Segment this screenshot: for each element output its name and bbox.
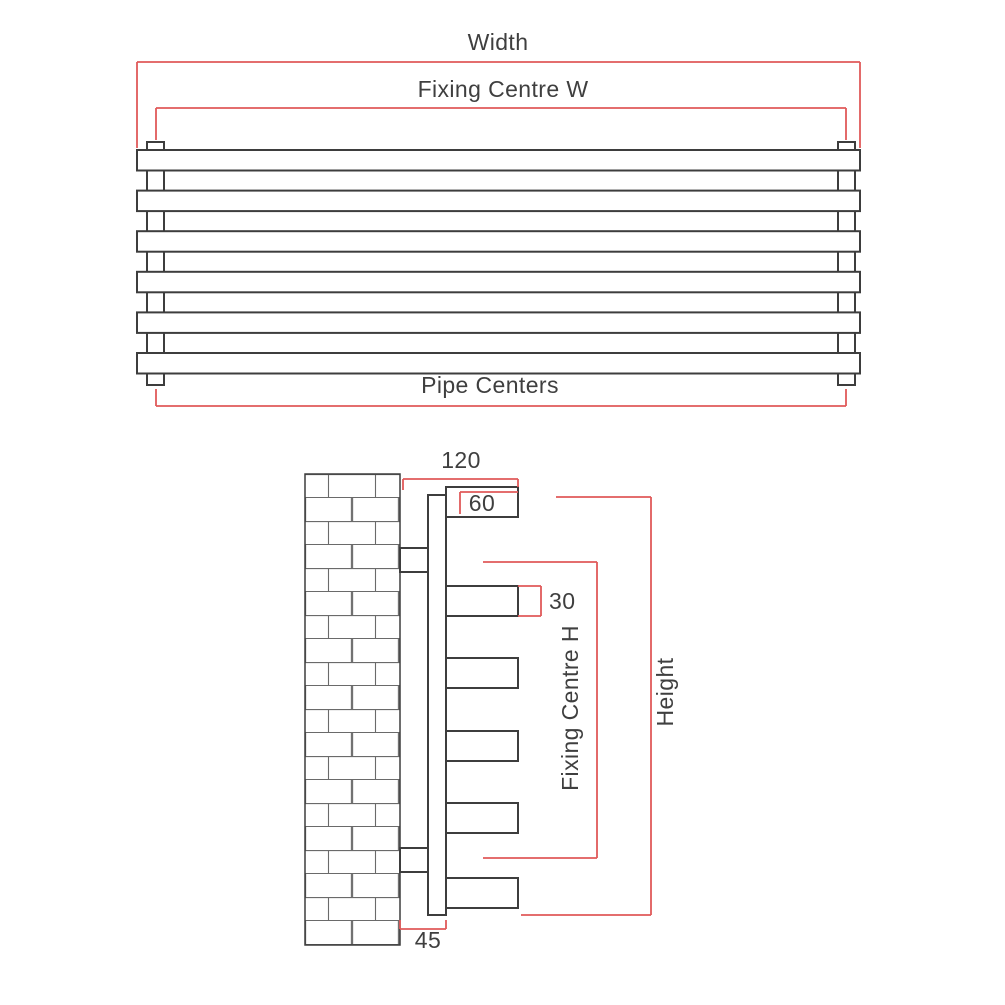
height-dimension: Height — [521, 496, 678, 916]
fixing-centre-h-label: Fixing Centre H — [557, 625, 583, 791]
pipe-centers-dimension: Pipe Centers — [155, 372, 847, 407]
tube-thickness-line — [518, 585, 542, 617]
radiator-bar — [136, 270, 861, 294]
front-view: Width Fixing Centre W Pipe Centers — [136, 29, 861, 407]
height-label: Height — [652, 657, 678, 726]
wall-bracket-bottom — [399, 847, 429, 873]
tube-depth-dimension: 60 — [459, 490, 518, 516]
width-dimension: Width — [136, 29, 861, 148]
radiator-bar — [136, 149, 861, 172]
tube-section — [445, 802, 519, 834]
tube-thickness-dimension: 30 — [518, 585, 575, 617]
pipe-centers-line — [155, 389, 847, 407]
side-view: 120 60 30 Fixing Centre H Height 45 — [304, 447, 678, 953]
radiator-bar — [136, 352, 861, 375]
fixing-centre-h-dimension: Fixing Centre H — [483, 561, 598, 859]
fixing-centre-w-line — [155, 107, 847, 140]
tube-section — [445, 585, 519, 617]
tube-depth-label: 60 — [469, 490, 495, 516]
radiator-bar — [136, 230, 861, 253]
wall-bracket-top — [399, 547, 429, 573]
tube-section — [445, 730, 519, 762]
width-dimension-line — [136, 61, 861, 148]
pipe-centers-label: Pipe Centers — [421, 372, 559, 398]
overall-depth-dimension: 120 — [402, 447, 519, 490]
bracket-projection-line — [399, 920, 447, 930]
height-line — [521, 496, 652, 916]
fixing-centre-h-line — [483, 561, 598, 859]
tube-depth-line — [459, 491, 518, 514]
bracket-projection-label: 45 — [415, 927, 441, 953]
overall-depth-line — [402, 478, 519, 490]
brick-wall — [304, 473, 401, 946]
left-collector — [146, 141, 165, 386]
radiator-tubes-side — [445, 486, 519, 909]
radiator-bar — [136, 189, 861, 213]
tube-section — [445, 877, 519, 909]
fixing-centre-w-label: Fixing Centre W — [418, 76, 589, 102]
width-label: Width — [468, 29, 529, 55]
bracket-projection-dimension: 45 — [399, 920, 447, 953]
radiator-panel-side — [427, 494, 447, 916]
radiator-bar — [136, 311, 861, 334]
tube-section — [445, 657, 519, 689]
tube-thickness-label: 30 — [549, 588, 575, 614]
fixing-centre-w-dimension: Fixing Centre W — [155, 76, 847, 140]
right-collector — [837, 141, 856, 386]
radiator-front — [136, 141, 861, 386]
overall-depth-label: 120 — [441, 447, 481, 473]
